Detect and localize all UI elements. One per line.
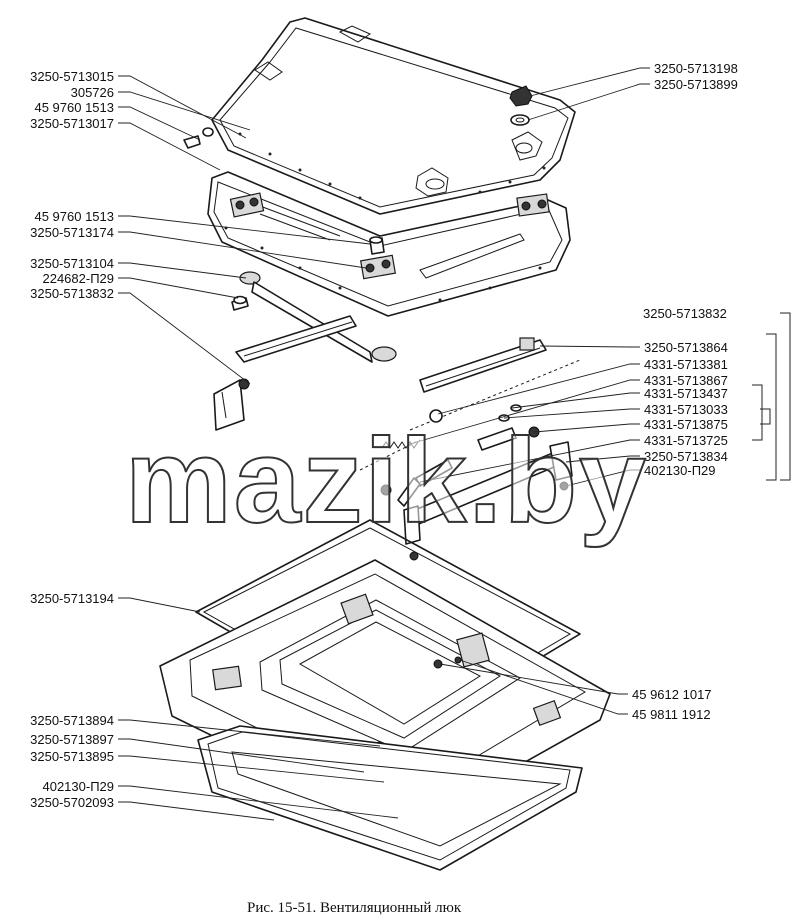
label-3250-5713895: 3250-5713895 bbox=[30, 749, 114, 764]
label-45-9760-1513-b: 45 9760 1513 bbox=[34, 209, 114, 224]
label-3250-5713832-right: 3250-5713832 bbox=[643, 306, 727, 321]
hatch-cover bbox=[207, 17, 576, 317]
figure-caption: Рис. 15-51. Вентиляционный люк bbox=[247, 900, 462, 916]
label-4331-5713725: 4331-5713725 bbox=[644, 433, 728, 448]
label-305726: 305726 bbox=[71, 85, 114, 100]
label-3250-5713015: 3250-5713015 bbox=[30, 69, 114, 84]
label-224682-p29: 224682-П29 bbox=[42, 271, 114, 286]
label-3250-5713198: 3250-5713198 bbox=[654, 61, 738, 76]
left-hinge-assembly bbox=[213, 271, 397, 431]
label-45-9760-1513-a: 45 9760 1513 bbox=[34, 100, 114, 115]
label-3250-5713017: 3250-5713017 bbox=[30, 116, 114, 131]
label-3250-5713832-left: 3250-5713832 bbox=[30, 286, 114, 301]
label-3250-5713897: 3250-5713897 bbox=[30, 732, 114, 747]
label-3250-5713899: 3250-5713899 bbox=[654, 77, 738, 92]
label-3250-5713864: 3250-5713864 bbox=[644, 340, 728, 355]
label-45-9811-1912: 45 9811 1912 bbox=[632, 707, 711, 722]
label-3250-5713894: 3250-5713894 bbox=[30, 713, 114, 728]
label-4331-5713033: 4331-5713033 bbox=[644, 402, 728, 417]
knob-assembly bbox=[509, 85, 533, 126]
pin bbox=[369, 236, 385, 255]
label-4331-5713867: 4331-5713867 bbox=[644, 373, 728, 388]
label-3250-5713104: 3250-5713104 bbox=[30, 256, 114, 271]
label-4331-5713875: 4331-5713875 bbox=[644, 417, 728, 432]
group-brackets bbox=[752, 312, 791, 481]
leaders-right bbox=[409, 67, 650, 715]
label-45-9612-1017: 45 9612 1017 bbox=[632, 687, 712, 702]
label-4331-5713437: 4331-5713437 bbox=[644, 386, 728, 401]
watermark: mazik.by bbox=[125, 414, 648, 548]
label-4331-5713381: 4331-5713381 bbox=[644, 357, 728, 372]
leaders-left bbox=[118, 75, 399, 821]
label-3250-5713174: 3250-5713174 bbox=[30, 225, 114, 240]
label-3250-5713834: 3250-5713834 bbox=[644, 449, 728, 464]
label-402130-p29-left: 402130-П29 bbox=[42, 779, 114, 794]
screw-washer-upper bbox=[183, 127, 214, 149]
right-mechanism bbox=[359, 337, 581, 561]
label-3250-5713194: 3250-5713194 bbox=[30, 591, 114, 606]
label-3250-5702093: 3250-5702093 bbox=[30, 795, 114, 810]
label-402130-p29-right: 402130-П29 bbox=[644, 463, 716, 478]
